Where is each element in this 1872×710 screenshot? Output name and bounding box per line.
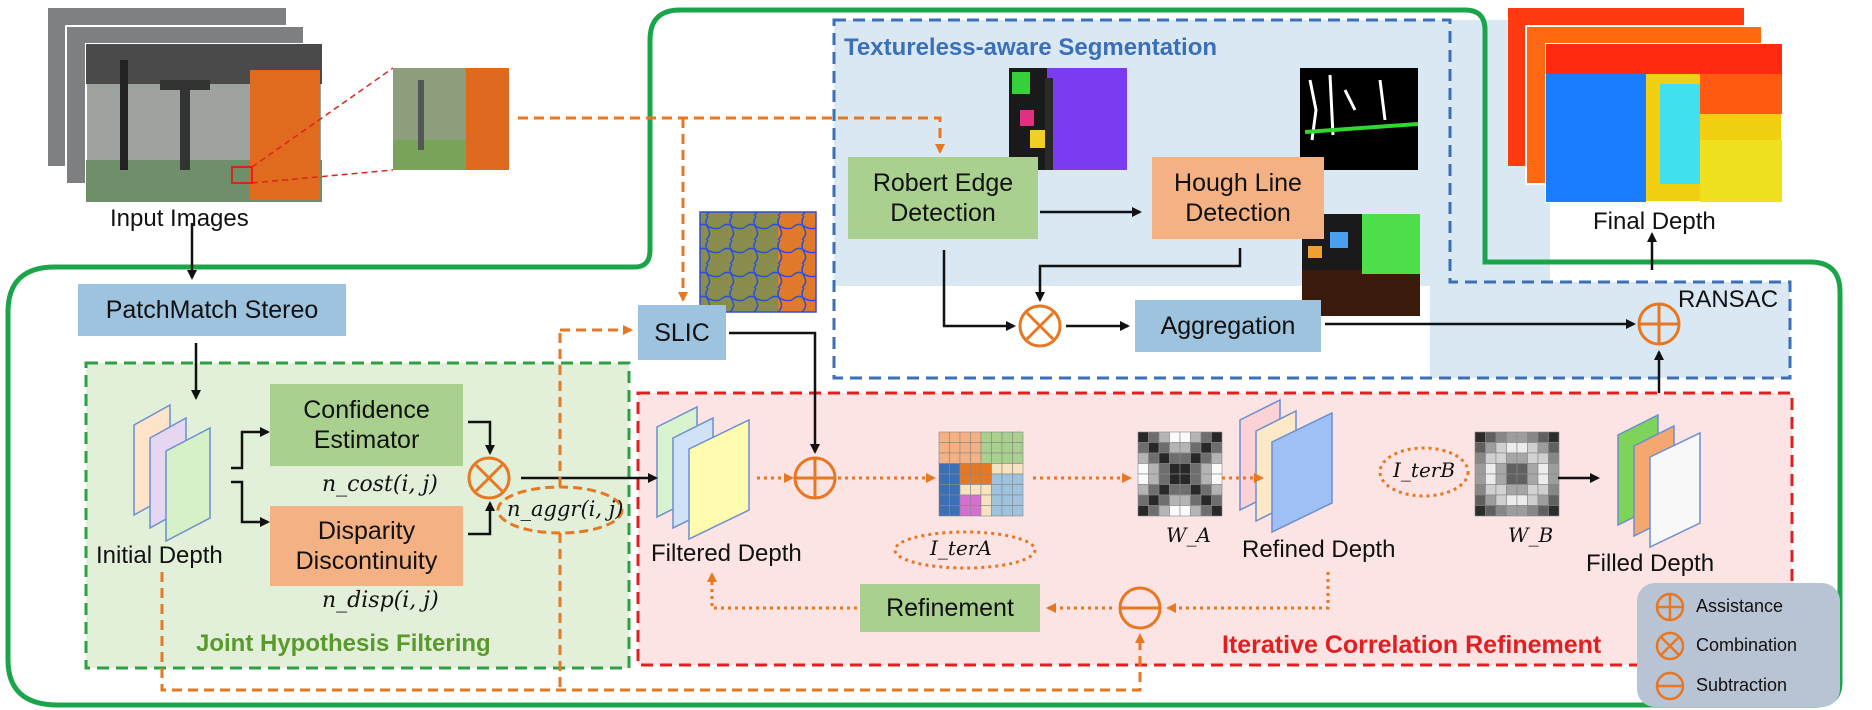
refined-depth-stack — [1239, 398, 1333, 534]
iter-b-loop — [1378, 446, 1470, 498]
joint-filtering-title: Joint Hypothesis Filtering — [196, 630, 491, 657]
patchmatch-box: PatchMatch Stereo — [78, 284, 346, 336]
combination-op-2 — [1018, 304, 1062, 348]
iterative-refinement-title: Iterative Correlation Refinement — [1222, 631, 1602, 659]
legend-subtraction-icon — [1655, 671, 1685, 701]
w-b-label: W_B — [1508, 523, 1554, 547]
iterative-region-border — [636, 391, 1794, 667]
joint-region-border — [84, 361, 631, 670]
outer-green-border — [5, 7, 1843, 708]
textureless-region-ext — [1430, 282, 1790, 378]
color-grid — [938, 431, 1024, 517]
iter-a-loop — [893, 530, 1037, 570]
initial-depth-stack — [133, 403, 211, 543]
orange-dotted-arrows — [707, 473, 1330, 613]
input-images-label: Input Images — [110, 205, 249, 232]
legend-subtraction-label: Subtraction — [1696, 675, 1788, 695]
legend-combination-icon — [1655, 631, 1685, 661]
textureless-region-border — [832, 18, 1792, 380]
disparity-line-1: Disparity — [317, 517, 416, 545]
disparity-line-2: Discontinuity — [295, 547, 438, 575]
slic-box: SLIC — [638, 305, 726, 360]
orange-dashed-arrows — [160, 116, 1145, 692]
filled-depth-label: Filled Depth — [1586, 550, 1715, 577]
weight-matrix-b — [1474, 431, 1560, 517]
legend-assistance-label: Assistance — [1696, 596, 1784, 616]
disparity-box: Disparity Discontinuity — [270, 506, 463, 586]
refinement-box: Refinement — [860, 584, 1040, 632]
combination-op-1 — [467, 456, 511, 500]
hough-line-1: Hough Line — [1174, 169, 1302, 197]
confidence-line-2: Estimator — [313, 426, 420, 454]
robert-line-1: Robert Edge — [872, 169, 1014, 197]
subtraction-op — [1118, 586, 1162, 630]
robert-line-2: Detection — [890, 199, 996, 227]
final-depth-stack — [1508, 8, 1783, 203]
weight-matrix-a — [1137, 431, 1223, 517]
zoomed-patch — [251, 67, 509, 184]
textureless-region-bg — [834, 20, 1550, 286]
ransac-label: RANSAC — [1678, 286, 1779, 313]
initial-depth-label: Initial Depth — [96, 542, 223, 569]
legend-combination-label: Combination — [1696, 635, 1798, 655]
confidence-line-1: Confidence — [303, 396, 430, 424]
assistance-op-2 — [1637, 302, 1681, 346]
filtered-depth-stack — [656, 405, 750, 541]
refined-depth-label: Refined Depth — [1242, 536, 1396, 563]
legend-assistance-icon — [1655, 592, 1685, 622]
i-ter-a-label: I_terA — [930, 536, 992, 560]
black-arrows — [187, 207, 1664, 536]
n-cost-label: n_cost(i, j) — [322, 472, 438, 497]
final-depth-label: Final Depth — [1593, 208, 1716, 235]
w-a-label: W_A — [1166, 523, 1211, 547]
filtered-depth-label: Filtered Depth — [651, 540, 802, 567]
aggregation-box: Aggregation — [1135, 300, 1321, 352]
robert-thumb — [1009, 68, 1127, 170]
hough-line-box: Hough Line Detection — [1152, 157, 1324, 239]
slic-image — [699, 211, 817, 313]
n-aggr-label: n_aggr(i, j) — [507, 497, 624, 521]
n-disp-label: n_disp(i, j) — [322, 588, 439, 613]
input-images-stack — [48, 8, 323, 203]
filled-depth-stack — [1617, 413, 1701, 549]
i-ter-b-label: I_terB — [1393, 458, 1456, 482]
hough-line-2: Detection — [1185, 199, 1291, 227]
legend-bg — [1637, 583, 1840, 707]
assistance-op-1 — [793, 456, 837, 500]
robert-edge-box: Robert Edge Detection — [848, 157, 1038, 239]
hough-thumb — [1300, 68, 1419, 170]
textureless-title: Textureless-aware Segmentation — [844, 34, 1218, 61]
confidence-estimator-box: Confidence Estimator — [270, 384, 463, 466]
